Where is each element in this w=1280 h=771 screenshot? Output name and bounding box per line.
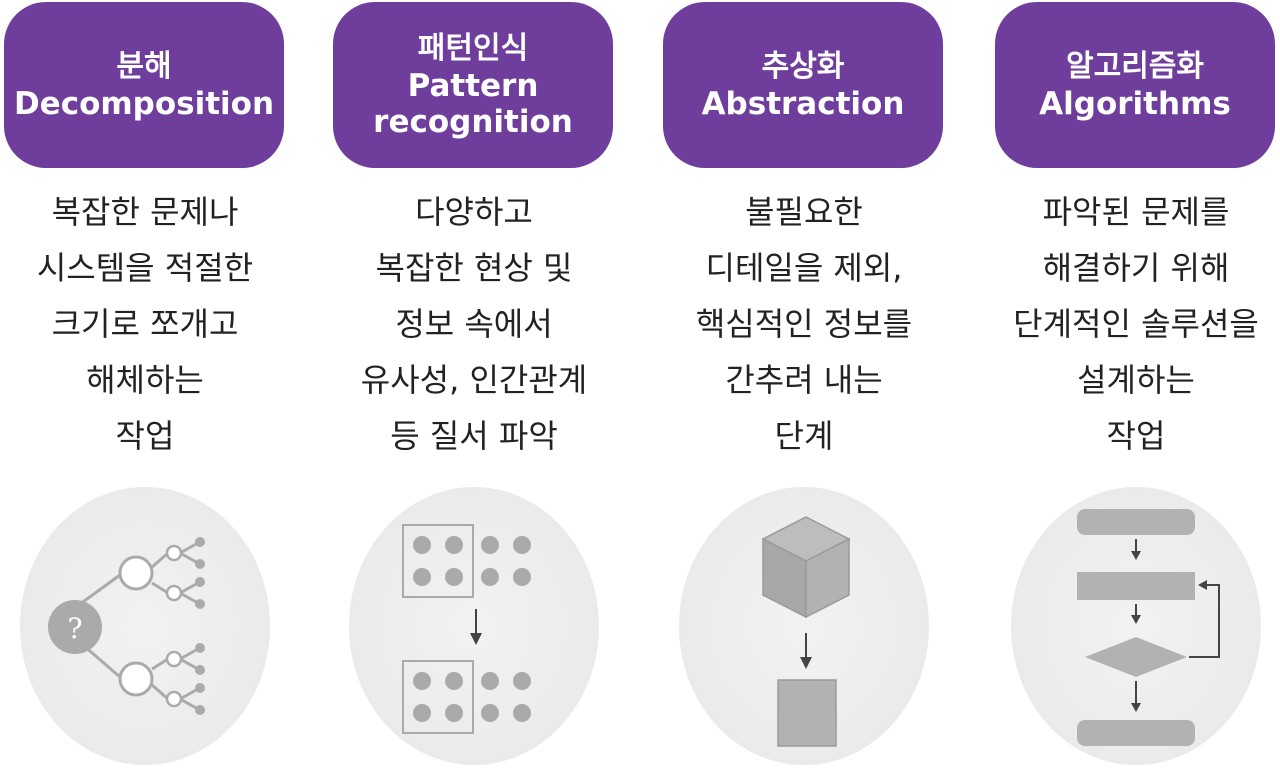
branch-node <box>118 555 154 591</box>
pattern-grid-icon <box>349 487 599 765</box>
description-line: 다양하고 <box>415 193 533 231</box>
loop-arrow-icon <box>1189 580 1220 658</box>
title-ko: 분해 <box>116 49 172 84</box>
pattern-grid-svg <box>402 524 531 734</box>
decomposition-tree-svg: ? <box>48 537 205 715</box>
description-line: 해결하기 위해 <box>1042 249 1230 287</box>
flowchart-icon <box>1011 487 1261 765</box>
description-line: 파악된 문제를 <box>1042 193 1230 231</box>
header-decomposition: 분해 Decomposition <box>4 2 284 168</box>
column-algorithms: 알고리즘화 Algorithms 파악된 문제를 해결하기 위해 단계적인 솔루… <box>995 0 1277 771</box>
pattern-frame-top <box>402 524 474 598</box>
root-node-label: ? <box>67 612 82 645</box>
column-decomposition: 분해 Decomposition 복잡한 문제나 시스템을 적절한 크기로 쪼개… <box>4 0 286 771</box>
description-decomposition: 복잡한 문제나 시스템을 적절한 크기로 쪼개고 해체하는 작업 <box>0 184 296 464</box>
title-en: Decomposition <box>13 86 275 122</box>
cube-icon <box>761 516 851 619</box>
description-line: 작업 <box>115 417 175 455</box>
title-ko: 패턴인식 <box>417 31 529 66</box>
arrow-down-icon <box>470 609 482 645</box>
description-line: 설계하는 <box>1077 361 1195 399</box>
arrow-down-icon <box>1131 539 1141 560</box>
description-line: 유사성, 인간관계 <box>360 361 588 399</box>
root-node <box>48 600 102 654</box>
flow-end <box>1077 720 1195 746</box>
description-line: 등 질서 파악 <box>390 417 558 455</box>
description-line: 간추려 내는 <box>725 361 883 399</box>
description-line: 해체하는 <box>86 361 204 399</box>
pattern-frame-bottom <box>402 660 474 734</box>
flow-start <box>1077 509 1195 535</box>
description-algorithms: 파악된 문제를 해결하기 위해 단계적인 솔루션을 설계하는 작업 <box>985 184 1280 464</box>
description-line: 복잡한 문제나 <box>51 193 239 231</box>
description-line: 단계 <box>774 417 834 455</box>
description-line: 시스템을 적절한 <box>36 249 254 287</box>
description-line: 핵심적인 정보를 <box>695 305 913 343</box>
description-line: 디테일을 제외, <box>705 249 903 287</box>
description-pattern-recognition: 다양하고 복잡한 현상 및 정보 속에서 유사성, 인간관계 등 질서 파악 <box>323 184 625 464</box>
title-en-line-1: Pattern <box>407 68 539 104</box>
title-en-line-2: recognition <box>373 104 573 140</box>
flow-decision <box>1085 637 1187 677</box>
title-ko: 알고리즘화 <box>1066 49 1204 84</box>
description-line: 불필요한 <box>745 193 863 231</box>
description-line: 단계적인 솔루션을 <box>1013 305 1259 343</box>
arrow-down-icon <box>800 633 812 669</box>
description-abstraction: 불필요한 디테일을 제외, 핵심적인 정보를 간추려 내는 단계 <box>653 184 955 464</box>
branch-node <box>118 661 154 697</box>
title-en: Algorithms <box>1039 86 1231 122</box>
flow-process <box>1077 572 1195 600</box>
cube-to-square-icon <box>679 487 929 765</box>
title-ko: 추상화 <box>761 49 845 84</box>
header-pattern-recognition: 패턴인식 Pattern recognition <box>333 2 613 168</box>
column-abstraction: 추상화 Abstraction 불필요한 디테일을 제외, 핵심적인 정보를 간… <box>663 0 945 771</box>
column-pattern-recognition: 패턴인식 Pattern recognition 다양하고 복잡한 현상 및 정… <box>333 0 615 771</box>
header-algorithms: 알고리즘화 Algorithms <box>995 2 1275 168</box>
description-line: 정보 속에서 <box>395 305 553 343</box>
description-line: 작업 <box>1106 417 1166 455</box>
description-line: 복잡한 현상 및 <box>375 249 573 287</box>
square-icon <box>777 679 837 747</box>
header-abstraction: 추상화 Abstraction <box>663 2 943 168</box>
decomposition-tree-icon: ? <box>20 487 270 765</box>
arrow-down-icon <box>1131 681 1141 712</box>
arrow-down-icon <box>1131 604 1141 624</box>
cube-to-square-svg <box>761 516 851 747</box>
description-line: 크기로 쪼개고 <box>51 305 239 343</box>
title-en: Abstraction <box>701 86 905 122</box>
flowchart-svg <box>1077 509 1220 746</box>
